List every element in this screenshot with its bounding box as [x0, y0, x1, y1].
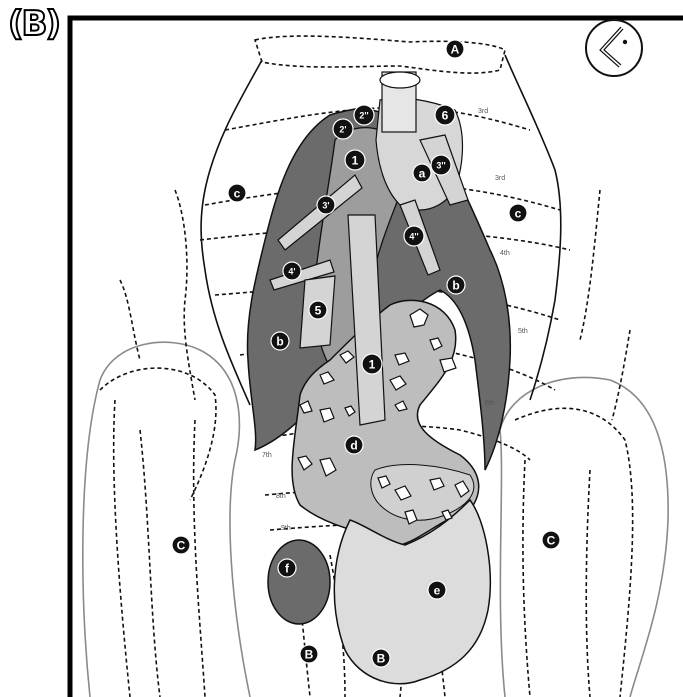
rib-label-6th: 6th — [485, 400, 495, 407]
arrow-orientation-icon — [586, 20, 642, 76]
marker-e: e — [428, 581, 446, 599]
left-limb-outline — [83, 342, 250, 697]
marker-4-prime: 4' — [283, 262, 301, 280]
svg-text:3': 3' — [322, 201, 329, 211]
marker-B-left: B — [300, 645, 318, 663]
marker-b-left: b — [271, 332, 289, 350]
rib-label-5th: 5th — [518, 328, 528, 335]
marker-1-lower: 1 — [362, 354, 382, 374]
svg-text:6: 6 — [442, 109, 449, 123]
marker-C-right: C — [542, 531, 560, 549]
svg-text:2'': 2'' — [359, 111, 368, 121]
svg-text:c: c — [515, 207, 522, 221]
trachea-ring — [380, 72, 420, 88]
marker-A: A — [446, 40, 464, 58]
marker-2-prime: 2' — [333, 119, 353, 139]
marker-d: d — [345, 436, 363, 454]
marker-4-prime-prime: 4'' — [404, 226, 424, 246]
marker-c-right: c — [509, 204, 527, 222]
svg-text:B: B — [377, 652, 386, 666]
rib-label-9th: 9th — [281, 525, 291, 532]
rib-label-3rd-right: 3rd — [495, 175, 505, 182]
svg-text:b: b — [452, 279, 459, 293]
marker-1-upper: 1 — [345, 150, 365, 170]
right-limb-outline — [500, 377, 668, 697]
svg-text:5: 5 — [315, 304, 322, 318]
svg-text:3'': 3'' — [436, 161, 445, 171]
region-f — [268, 540, 330, 624]
rib-label-4th: 4th — [500, 250, 510, 257]
svg-text:C: C — [547, 534, 556, 548]
marker-f: f — [278, 559, 296, 577]
marker-5: 5 — [309, 301, 327, 319]
svg-text:4'': 4'' — [409, 232, 418, 242]
svg-text:4': 4' — [288, 267, 295, 277]
rib-label-3rd-left: 3rd — [478, 108, 488, 115]
svg-text:A: A — [451, 43, 460, 57]
marker-3-prime: 3' — [317, 196, 335, 214]
marker-a: a — [413, 164, 431, 182]
svg-text:b: b — [276, 335, 283, 349]
svg-text:1: 1 — [369, 358, 376, 372]
svg-text:a: a — [419, 167, 426, 181]
svg-text:d: d — [350, 439, 357, 453]
svg-text:e: e — [434, 584, 441, 598]
svg-text:2': 2' — [339, 125, 346, 135]
marker-C-left: C — [172, 536, 190, 554]
svg-text:B: B — [305, 648, 314, 662]
marker-b-right: b — [447, 276, 465, 294]
marker-c-left: c — [228, 184, 246, 202]
marker-6: 6 — [435, 105, 455, 125]
svg-text:c: c — [234, 187, 241, 201]
svg-text:1: 1 — [352, 154, 359, 168]
svg-text:C: C — [177, 539, 186, 553]
rib-label-7th: 7th — [262, 452, 272, 459]
marker-3-prime-prime: 3'' — [431, 155, 451, 175]
rib-label-8th: 8th — [276, 493, 286, 500]
marker-2-prime-prime: 2'' — [354, 105, 374, 125]
marker-B-right: B — [372, 649, 390, 667]
